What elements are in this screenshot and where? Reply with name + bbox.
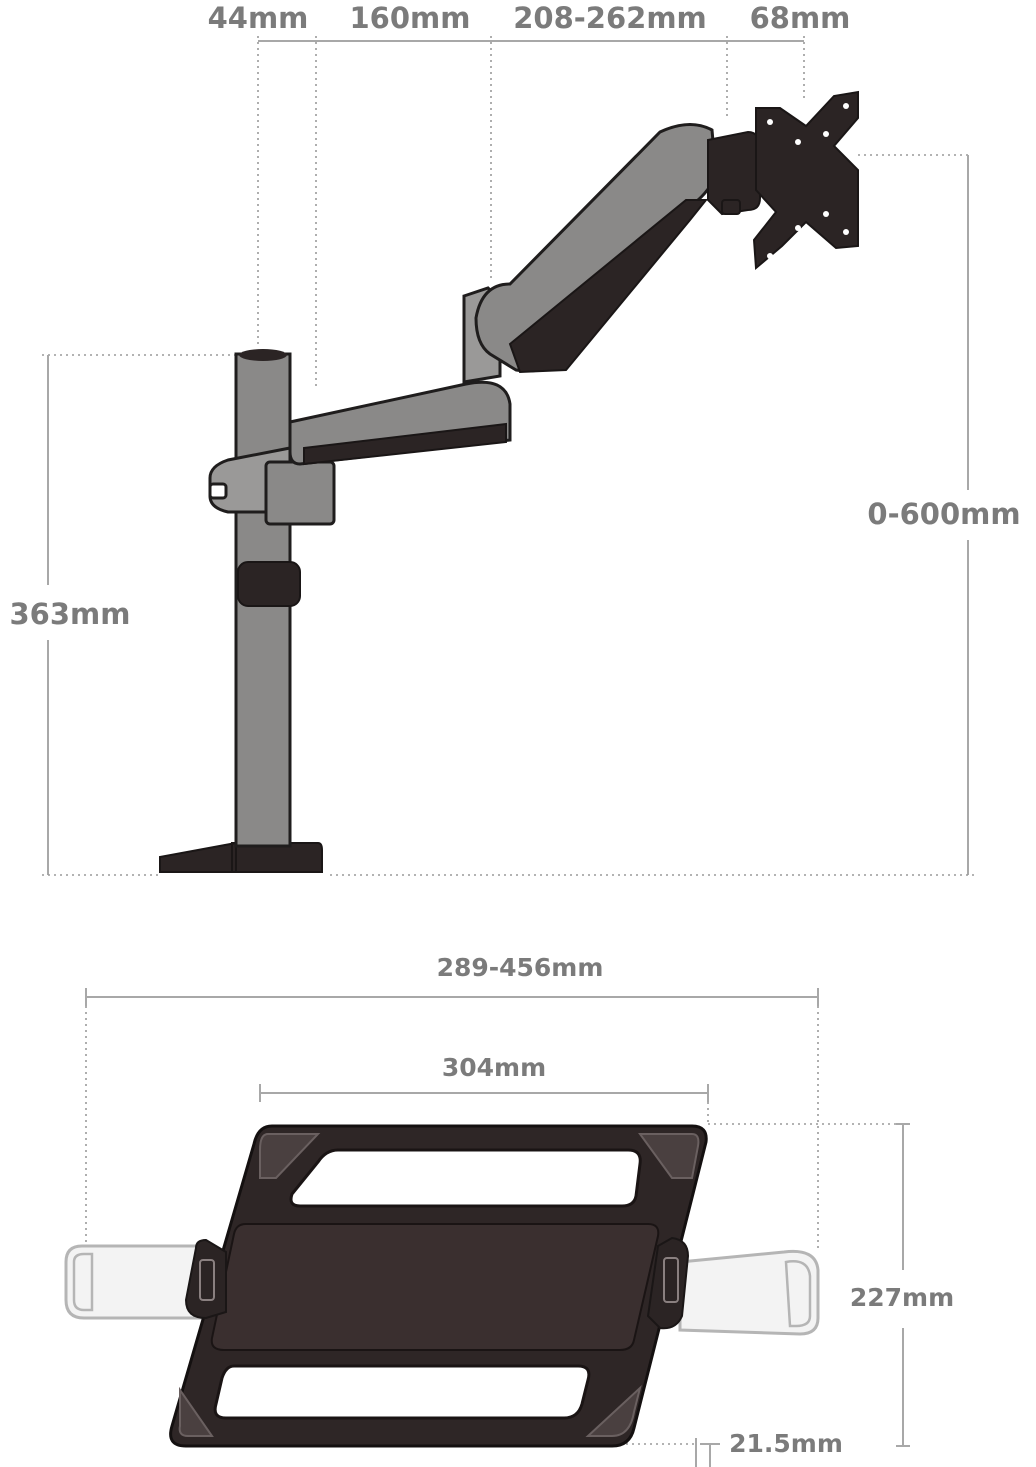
tray-width-guides <box>259 1084 709 1124</box>
arm-base-block <box>264 460 336 526</box>
dim-pole-height-label: 363mm <box>10 597 131 631</box>
dim-total-width-label: 289-456mm <box>437 953 604 982</box>
tray-depth-guides <box>708 1123 910 1447</box>
dim-arm2-label: 208-262mm <box>513 1 707 35</box>
tray-corner-bottom-right <box>585 1384 642 1437</box>
right-extension-arm <box>678 1249 820 1336</box>
right-side-clip <box>646 1236 690 1330</box>
cable-clip <box>237 561 301 607</box>
dim-base-offset-label: 44mm <box>208 1 309 35</box>
tilt-head <box>707 130 761 216</box>
vesa-plate <box>752 90 859 271</box>
arm-segment-2-gas-spring <box>474 123 718 373</box>
total-width-guides <box>85 988 819 1252</box>
tilt-knob <box>721 199 741 215</box>
tray-corner-top-right <box>638 1133 700 1179</box>
laptop-tray-view: 289-456mm 304mm 227mm 21.5mm <box>64 953 954 1467</box>
dim-tray-width-label: 304mm <box>442 1053 546 1082</box>
arm-segment-2-underside <box>508 199 709 374</box>
dim-lip-label: 21.5mm <box>729 1429 843 1458</box>
desk-clamp-base <box>159 841 323 873</box>
height-range-guides <box>330 154 975 876</box>
tray-pad <box>210 1223 660 1351</box>
top-dimension-guides <box>257 36 805 388</box>
left-side-clip <box>184 1238 227 1320</box>
dim-vesa-label: 68mm <box>750 1 851 35</box>
tray-slot-bottom <box>213 1364 591 1420</box>
collar-knob <box>208 482 228 500</box>
tray-slot-top <box>289 1148 642 1208</box>
pole-height-guides <box>42 354 236 876</box>
tray-corner-top-left <box>259 1133 321 1179</box>
lip-guides <box>560 1438 720 1467</box>
monitor-arm-view: 44mm 160mm 208-262mm 68mm 0-600mm 363mm <box>10 1 1021 876</box>
left-extension-arm <box>64 1244 206 1320</box>
dim-height-range-label: 0-600mm <box>867 497 1020 531</box>
dim-arm1-label: 160mm <box>350 1 471 35</box>
pole-top-cap <box>239 349 287 361</box>
dim-tray-depth-label: 227mm <box>850 1283 954 1312</box>
arm-segment-1-underside <box>303 422 507 466</box>
vesa-holes <box>767 103 849 259</box>
tray-corner-bottom-left <box>178 1386 214 1437</box>
